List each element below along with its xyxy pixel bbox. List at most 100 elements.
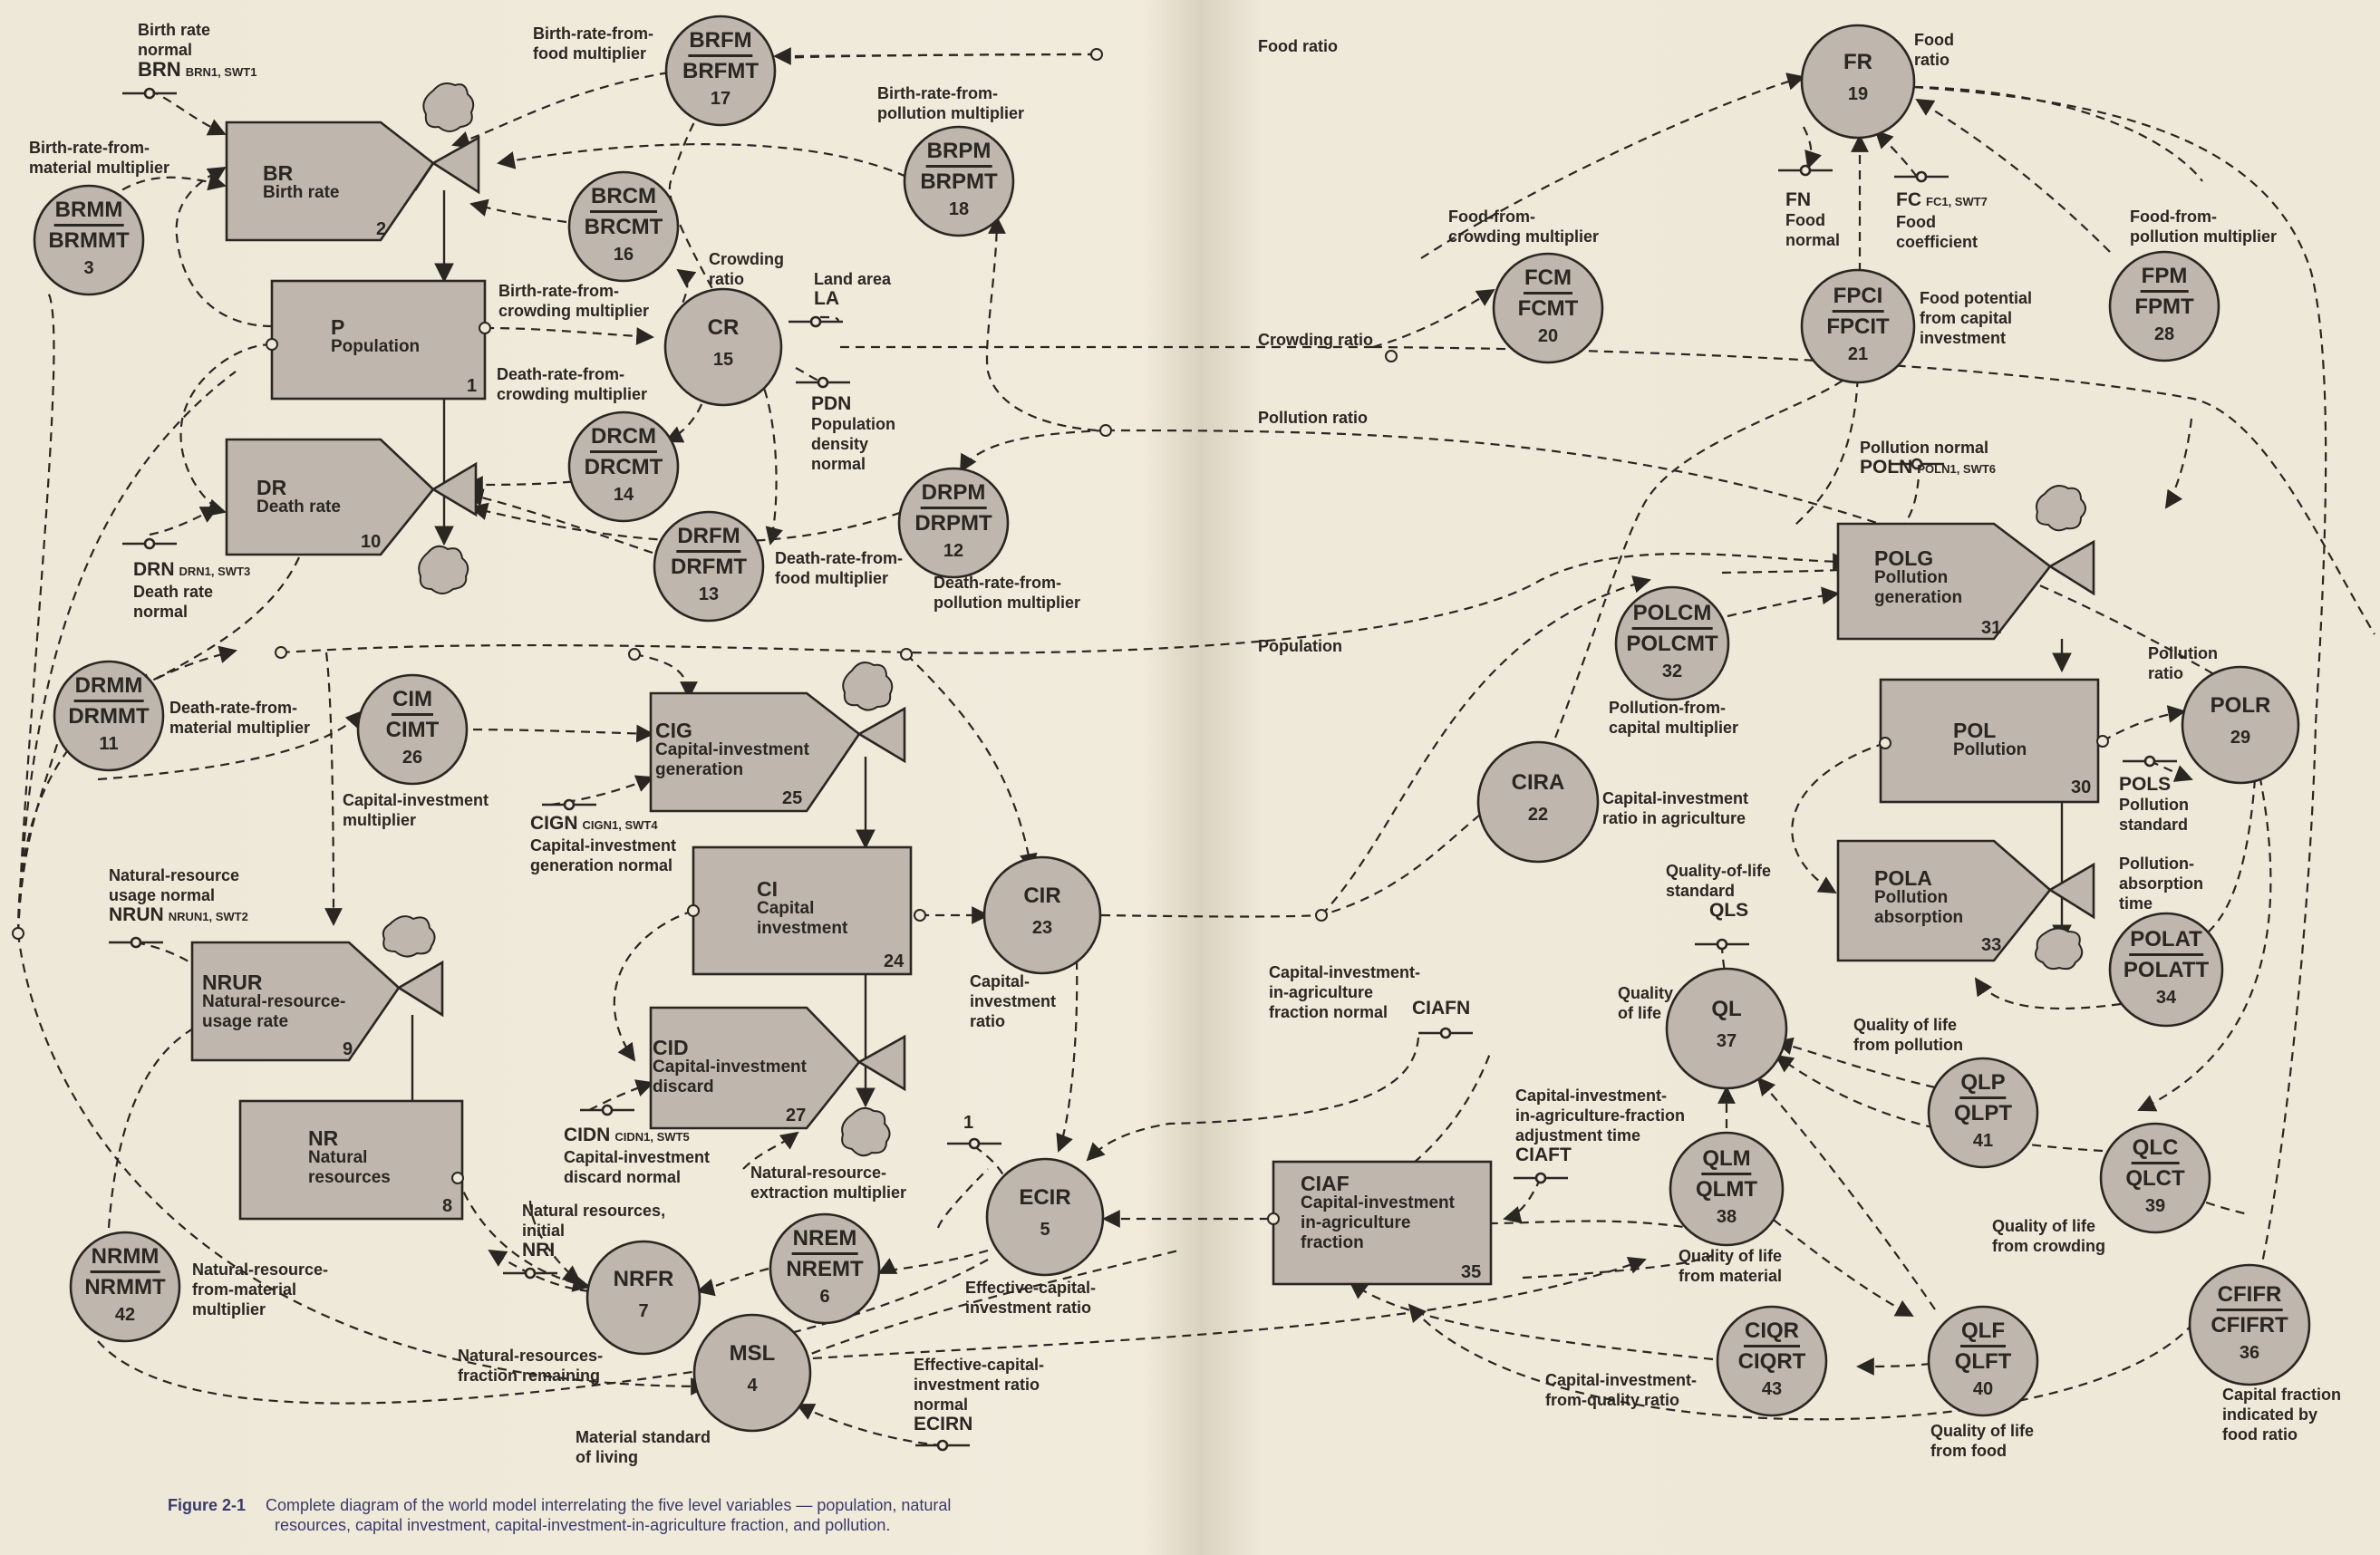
label-fc: FC FC1, SWT7 Food coefficient xyxy=(1896,190,1988,252)
level-nr: NR Natural resources xyxy=(308,1128,391,1188)
aux-fpm-top: FPM xyxy=(2140,264,2189,293)
aux-nrem-num: 6 xyxy=(819,1287,830,1307)
label-brmm-l1: Birth-rate-from- xyxy=(29,139,150,157)
label-la-code: LA xyxy=(814,288,839,309)
rate-dr: DR Death rate xyxy=(256,478,341,517)
label-fpci-l3: investment xyxy=(1920,329,2007,347)
rate-polg-name: Pollution xyxy=(1874,568,1949,587)
label-crowding-ratio-line: Crowding ratio xyxy=(1258,331,1373,349)
level-p-code: P xyxy=(331,315,345,339)
valve-cid xyxy=(856,1034,906,1092)
link-pol-pola xyxy=(1791,741,1886,894)
link-cr-brcm xyxy=(669,268,697,332)
rate-polg: POLG Pollution generation xyxy=(1874,548,1962,608)
circle-qlc xyxy=(2099,1122,2211,1234)
label-cim-l1: Capital-investment xyxy=(343,791,489,809)
circle-cfifr xyxy=(2188,1263,2311,1386)
aux-nrem-bottom: NREMT xyxy=(786,1257,864,1281)
clouds xyxy=(382,82,2086,1157)
label-qlm-l2: from material xyxy=(1679,1267,1783,1285)
label-fcm-l2: crowding multiplier xyxy=(1448,227,1600,246)
rate-polg-code: POLG xyxy=(1874,546,1934,570)
link-qlp-ql xyxy=(1775,1037,1936,1089)
circle-msl xyxy=(692,1313,812,1433)
link-ciafn-ecir xyxy=(1086,1037,1420,1162)
link-polr-qlp xyxy=(2137,760,2272,1112)
label-pdn: PDN Population density normal xyxy=(811,394,895,474)
label-ciafn-l3: fraction normal xyxy=(1269,1003,1388,1021)
link-p-left-spine xyxy=(16,371,237,934)
label-ciafn-code: CIAFN xyxy=(1412,998,1471,1019)
link-cidn-cid xyxy=(588,1079,654,1111)
aux-nrfr-top: NRFR xyxy=(613,1267,674,1291)
link-fr-cfifr xyxy=(1913,85,2327,1289)
rate-nrur-name: Natural-resource- xyxy=(202,992,346,1011)
label-drn: DRN DRN1, SWT3 Death rate normal xyxy=(133,560,250,622)
level-nr-name2: resources xyxy=(308,1168,391,1187)
label-drn-code: DRN xyxy=(133,559,175,580)
level-ciaf-code: CIAF xyxy=(1301,1172,1350,1195)
label-nrem-l1: Natural-resource- xyxy=(750,1164,887,1182)
label-fpm: Food-from- pollution multiplier xyxy=(2130,207,2277,246)
label-pols-l2: standard xyxy=(2119,816,2189,834)
link-cir-ecir xyxy=(1056,960,1079,1153)
link-polcm-polg xyxy=(1727,586,1840,618)
label-ciafn-l2: in-agriculture xyxy=(1269,983,1374,1001)
const-la-dot xyxy=(809,315,822,328)
link-pol-polr xyxy=(2102,705,2186,742)
label-cir-l2: investment xyxy=(970,992,1057,1010)
rate-shapes xyxy=(190,121,2095,1130)
link-population-line xyxy=(280,553,1851,654)
aux-brfm-bottom: BRFMT xyxy=(682,59,759,83)
level-ci-name: Capital xyxy=(757,899,815,918)
aux-drpm-num: 12 xyxy=(943,541,964,561)
aux-fpm-bottom: FPMT xyxy=(2134,295,2194,319)
aux-drfm-bottom: DRFMT xyxy=(671,555,747,579)
label-ciaft: Capital-investment- in-agriculture-fract… xyxy=(1515,1086,1685,1165)
label-nrem-l2: extraction multiplier xyxy=(750,1183,907,1202)
label-nri-l2: initial xyxy=(522,1222,566,1240)
label-drcm-l2: crowding multiplier xyxy=(497,385,648,403)
pickoff-ciaf xyxy=(1267,1212,1280,1225)
circle-brpm xyxy=(903,125,1015,237)
link-fcm-fr xyxy=(1420,72,1805,259)
label-cign-sub: CIGN1, SWT4 xyxy=(582,818,658,832)
label-qls-l2: standard xyxy=(1666,882,1736,900)
label-fn-l1: Food xyxy=(1785,211,1825,229)
level-nr-name: Natural xyxy=(308,1148,368,1167)
level-ciaf-name: Capital-investment xyxy=(1301,1193,1455,1212)
label-cfifr-l1: Capital fraction xyxy=(2222,1386,2342,1404)
link-drfm-dr xyxy=(465,488,653,555)
link-brfm-br xyxy=(451,71,670,149)
label-nrun-l1: Natural-resource xyxy=(109,866,240,884)
label-nrfr-l2: fraction remaining xyxy=(458,1367,601,1385)
label-drmm: Death-rate-from- material multiplier xyxy=(169,698,310,738)
aux-brfm-num: 17 xyxy=(710,89,731,109)
label-cira: Capital-investment ratio in agriculture xyxy=(1602,788,1748,828)
rate-pola-code: POLA xyxy=(1874,866,1932,890)
link-cr-fcm xyxy=(1372,288,1495,349)
label-brn-code: BRN xyxy=(138,58,181,81)
sink-cloud-death xyxy=(418,545,469,594)
label-cir-l1: Capital- xyxy=(970,972,1030,990)
pickoff-ci-right xyxy=(914,909,926,922)
rate-pola: POLA Pollution absorption xyxy=(1874,868,1963,928)
aux-qlc-bottom: QLCT xyxy=(2125,1166,2185,1191)
rate-pola-name: Pollution xyxy=(1874,888,1949,907)
label-fr: Food ratio xyxy=(1914,30,1954,70)
label-brpm: Birth-rate-from- pollution multiplier xyxy=(877,83,1024,123)
aux-fr-num: 19 xyxy=(1847,84,1869,104)
const-ciafn-dot xyxy=(1439,1027,1452,1039)
label-qlm: Quality of life from material xyxy=(1679,1246,1782,1286)
circle-drpm xyxy=(897,467,1010,579)
circle-polcm xyxy=(1614,585,1730,701)
const-qls-dot xyxy=(1716,938,1728,951)
label-ecirn-l3: normal xyxy=(914,1396,969,1414)
label-polr-l1: Pollution xyxy=(2148,644,2218,662)
label-ecirn-code: ECIRN xyxy=(914,1414,973,1434)
const-cign-dot xyxy=(563,798,576,811)
link-p-cir xyxy=(905,653,1038,872)
aux-brcm-top: BRCM xyxy=(590,184,657,213)
